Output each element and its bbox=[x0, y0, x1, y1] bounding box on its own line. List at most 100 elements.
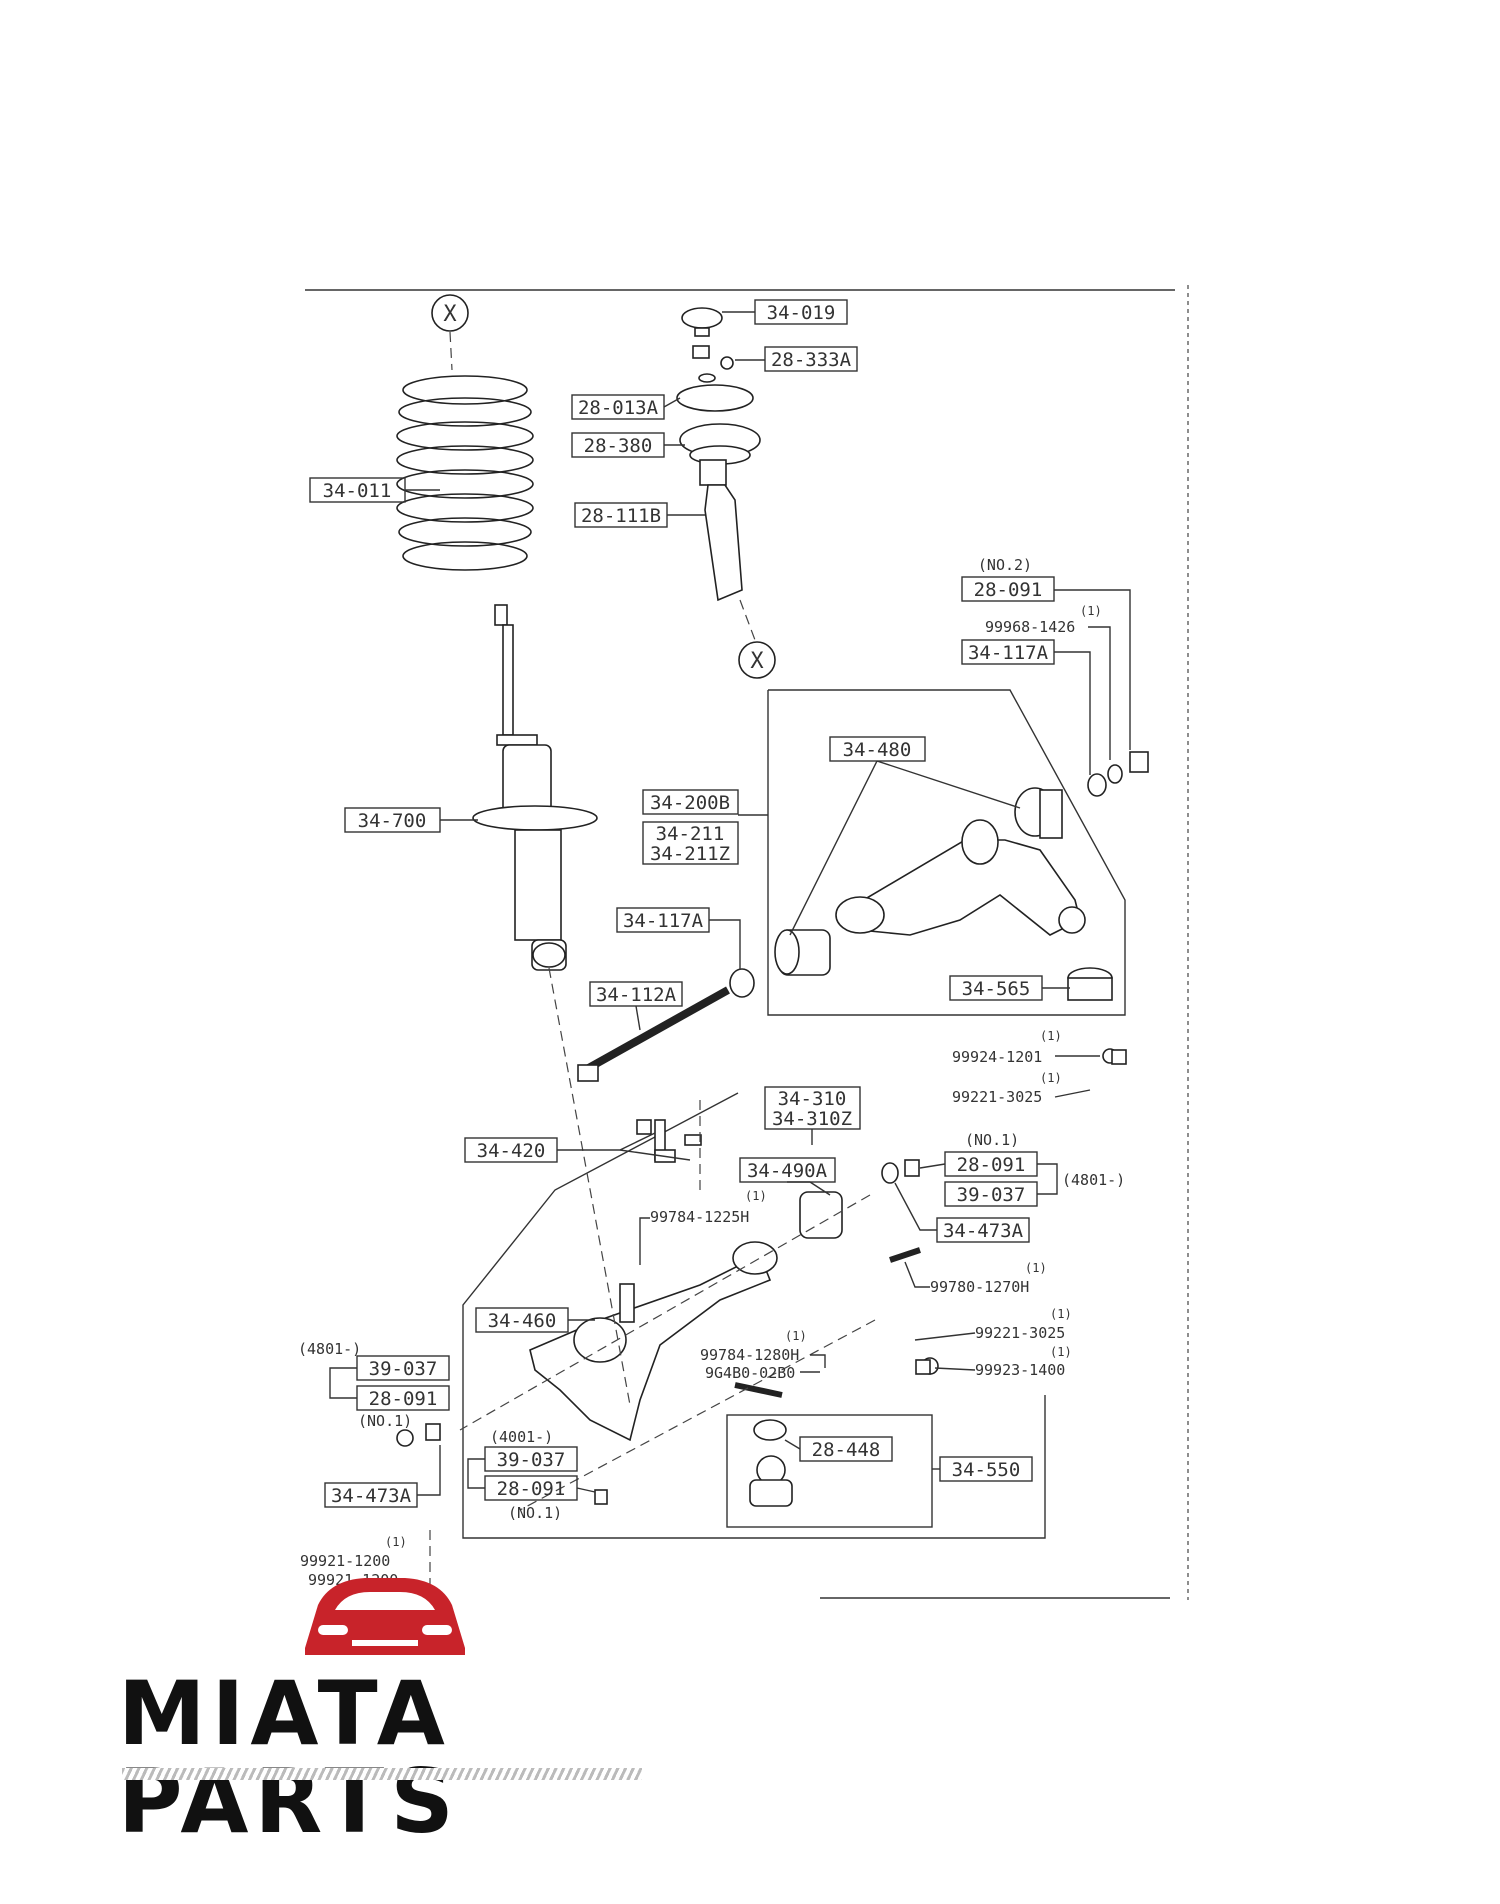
part-label-28-111B: 28-111B bbox=[574, 502, 668, 528]
svg-text:28-111B: 28-111B bbox=[581, 505, 661, 527]
qty-note: (1) bbox=[1050, 1345, 1072, 1359]
brand-car-logo bbox=[305, 1578, 465, 1655]
part-label-34-011: 34-011 bbox=[309, 477, 406, 503]
lower-arm-bolt-hardware bbox=[396, 1048, 1127, 1505]
part-label-28-013A: 28-013A bbox=[571, 394, 665, 420]
part-label-99921-1200-a: 99921-1200 bbox=[300, 1552, 390, 1570]
part-label-99923-1400: 99923-1400 bbox=[975, 1361, 1065, 1379]
upper-arm-frame bbox=[767, 689, 1126, 1016]
svg-text:34-700: 34-700 bbox=[358, 810, 427, 832]
part-label-99784-1280H: 99784-1280H bbox=[700, 1346, 799, 1364]
qty-note: (1) bbox=[1040, 1071, 1062, 1085]
serial-note-4801-left: (4801-) bbox=[298, 1340, 361, 1358]
part-label-34-473A-right: 34-473A bbox=[936, 1217, 1030, 1243]
svg-text:34-112A: 34-112A bbox=[596, 984, 677, 1006]
lower-control-arm-part bbox=[529, 1119, 843, 1442]
part-label-34-112A: 34-112A bbox=[589, 981, 683, 1007]
part-label-34-117A-top: 34-117A bbox=[961, 639, 1055, 665]
part-label-39-037-right: 39-037 bbox=[944, 1181, 1038, 1207]
part-label-99780-1270H: 99780-1270H bbox=[930, 1278, 1029, 1296]
part-label-9G4B0-02B0: 9G4B0-02B0 bbox=[705, 1364, 795, 1382]
serial-note-4801-right: (4801-) bbox=[1062, 1171, 1125, 1189]
no1-note: (NO.1) bbox=[508, 1504, 562, 1522]
no1-note: (NO.1) bbox=[965, 1131, 1019, 1149]
coil-spring-part bbox=[396, 375, 534, 571]
upper-control-arm-part bbox=[774, 787, 1113, 1001]
no2-note: (NO.2) bbox=[978, 556, 1032, 574]
svg-text:28-091: 28-091 bbox=[369, 1388, 438, 1410]
part-label-34-565: 34-565 bbox=[949, 975, 1043, 1001]
part-label-34-473A-left: 34-473A bbox=[324, 1482, 418, 1508]
svg-text:34-550: 34-550 bbox=[952, 1459, 1021, 1481]
part-label-28-091-left: 28-091 bbox=[356, 1385, 450, 1411]
qty-note: (1) bbox=[1080, 604, 1102, 618]
reference-marker-x-top: X bbox=[431, 294, 469, 332]
lower-arm-frame bbox=[462, 1092, 1046, 1539]
svg-text:39-037: 39-037 bbox=[497, 1449, 566, 1471]
qty-note: (1) bbox=[1050, 1307, 1072, 1321]
svg-text:28-333A: 28-333A bbox=[771, 349, 852, 371]
svg-text:X: X bbox=[750, 649, 764, 674]
svg-text:34-211: 34-211 bbox=[656, 823, 725, 845]
svg-text:34-117A: 34-117A bbox=[623, 910, 704, 932]
svg-text:28-448: 28-448 bbox=[812, 1439, 881, 1461]
part-label-28-091-center: 28-091 bbox=[484, 1475, 578, 1501]
svg-text:34-490A: 34-490A bbox=[747, 1160, 828, 1182]
svg-text:34-019: 34-019 bbox=[767, 302, 836, 324]
qty-note: (1) bbox=[785, 1329, 807, 1343]
serial-note-4001: (4001-) bbox=[490, 1428, 553, 1446]
part-label-34-117A-mid: 34-117A bbox=[616, 907, 710, 933]
svg-text:28-091: 28-091 bbox=[957, 1154, 1026, 1176]
part-label-34-310-group: 34-310 34-310Z bbox=[764, 1086, 861, 1130]
no1-note: (NO.1) bbox=[358, 1412, 412, 1430]
part-label-34-460: 34-460 bbox=[475, 1307, 569, 1333]
svg-text:39-037: 39-037 bbox=[957, 1184, 1026, 1206]
svg-text:28-091: 28-091 bbox=[497, 1478, 566, 1500]
part-label-34-200B: 34-200B bbox=[642, 789, 739, 815]
part-label-28-091-top: 28-091 bbox=[961, 576, 1055, 602]
svg-text:34-565: 34-565 bbox=[962, 978, 1031, 1000]
svg-text:34-310: 34-310 bbox=[778, 1088, 847, 1110]
part-label-28-380: 28-380 bbox=[571, 432, 665, 458]
shock-absorber-part bbox=[472, 604, 598, 971]
part-label-34-490A: 34-490A bbox=[739, 1157, 836, 1183]
svg-text:39-037: 39-037 bbox=[369, 1358, 438, 1380]
part-label-34-211-group: 34-211 34-211Z bbox=[642, 821, 739, 865]
svg-text:34-473A: 34-473A bbox=[943, 1220, 1024, 1242]
part-label-34-480: 34-480 bbox=[829, 736, 926, 762]
part-label-28-091-right: 28-091 bbox=[944, 1151, 1038, 1177]
qty-note: (1) bbox=[745, 1189, 767, 1203]
svg-text:34-011: 34-011 bbox=[323, 480, 392, 502]
brand-wordmark: MIATA PARTS bbox=[118, 1662, 460, 1853]
part-label-34-550: 34-550 bbox=[939, 1456, 1033, 1482]
svg-text:34-473A: 34-473A bbox=[331, 1485, 412, 1507]
part-label-28-333A: 28-333A bbox=[764, 346, 858, 372]
svg-text:34-460: 34-460 bbox=[488, 1310, 557, 1332]
svg-text:28-380: 28-380 bbox=[584, 435, 653, 457]
reference-marker-x-bottom: X bbox=[738, 641, 776, 679]
part-label-34-700: 34-700 bbox=[344, 807, 441, 833]
svg-text:34-211Z: 34-211Z bbox=[650, 843, 730, 865]
brand-underline-stripes bbox=[122, 1768, 642, 1780]
svg-text:28-091: 28-091 bbox=[974, 579, 1043, 601]
upper-arm-bolt-hardware bbox=[577, 751, 1149, 1082]
strut-mount-parts bbox=[676, 307, 761, 602]
part-label-34-019: 34-019 bbox=[754, 299, 848, 325]
part-label-39-037-center: 39-037 bbox=[484, 1446, 578, 1472]
assembly-dashed-leader bbox=[548, 967, 631, 1406]
svg-text:34-480: 34-480 bbox=[843, 739, 912, 761]
part-label-99784-1225H: 99784-1225H bbox=[650, 1208, 749, 1226]
svg-text:34-117A: 34-117A bbox=[968, 642, 1049, 664]
part-label-99221-3025-a: 99221-3025 bbox=[952, 1088, 1042, 1106]
part-label-99924-1201: 99924-1201 bbox=[952, 1048, 1042, 1066]
marker-dashed-leader bbox=[739, 599, 756, 641]
svg-text:X: X bbox=[443, 302, 457, 327]
part-label-34-420: 34-420 bbox=[464, 1137, 558, 1163]
ball-joint-part bbox=[726, 1382, 933, 1528]
marker-dashed-leader bbox=[449, 331, 453, 371]
svg-text:34-310Z: 34-310Z bbox=[772, 1108, 852, 1130]
svg-text:34-420: 34-420 bbox=[477, 1140, 546, 1162]
assembly-dashed-leader bbox=[519, 1319, 876, 1511]
